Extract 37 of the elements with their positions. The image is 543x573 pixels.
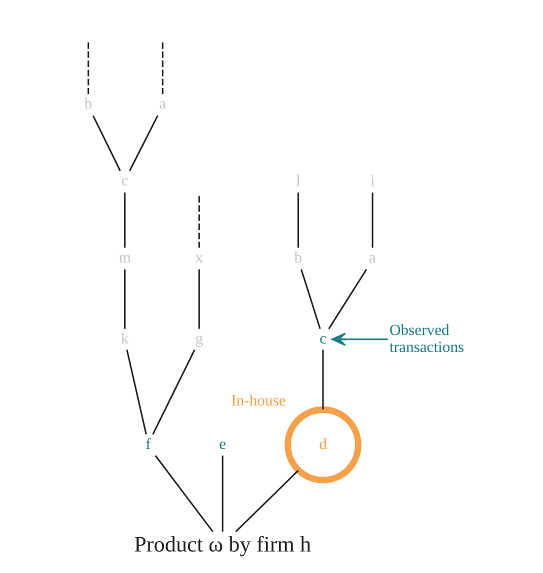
node-text: f <box>146 436 151 453</box>
arrow <box>331 332 388 346</box>
connector <box>222 456 224 532</box>
node-circle: d <box>284 406 362 484</box>
node-text: a <box>369 250 376 267</box>
node-label: In-house <box>231 392 286 410</box>
node-text: c <box>320 330 326 348</box>
node-text: b <box>294 250 302 267</box>
node-text: i <box>370 172 375 190</box>
connector <box>128 115 158 172</box>
node-text: b <box>84 96 92 113</box>
node-text: c <box>121 172 128 190</box>
connector <box>372 192 374 248</box>
connector <box>92 115 121 172</box>
node-text: x <box>195 250 204 267</box>
connector <box>300 269 321 330</box>
connector <box>235 470 299 532</box>
node-text: Product ω by firm h <box>134 531 312 556</box>
connector <box>198 196 200 248</box>
node-text: l <box>296 172 300 190</box>
connector <box>328 268 368 330</box>
node-text: Observed transactions <box>389 322 464 356</box>
node-text: a <box>159 96 166 113</box>
connector <box>124 192 126 248</box>
connector <box>162 42 164 94</box>
connector <box>198 269 200 329</box>
node-text: m <box>118 250 131 267</box>
connector <box>88 42 90 94</box>
node-text: e <box>219 436 226 453</box>
connector <box>322 350 324 410</box>
connector <box>152 349 196 435</box>
connector <box>154 455 214 532</box>
node-text: g <box>195 330 204 348</box>
connector <box>124 269 126 329</box>
connector <box>126 350 147 434</box>
connector <box>297 192 299 248</box>
node-text: k <box>120 330 129 348</box>
